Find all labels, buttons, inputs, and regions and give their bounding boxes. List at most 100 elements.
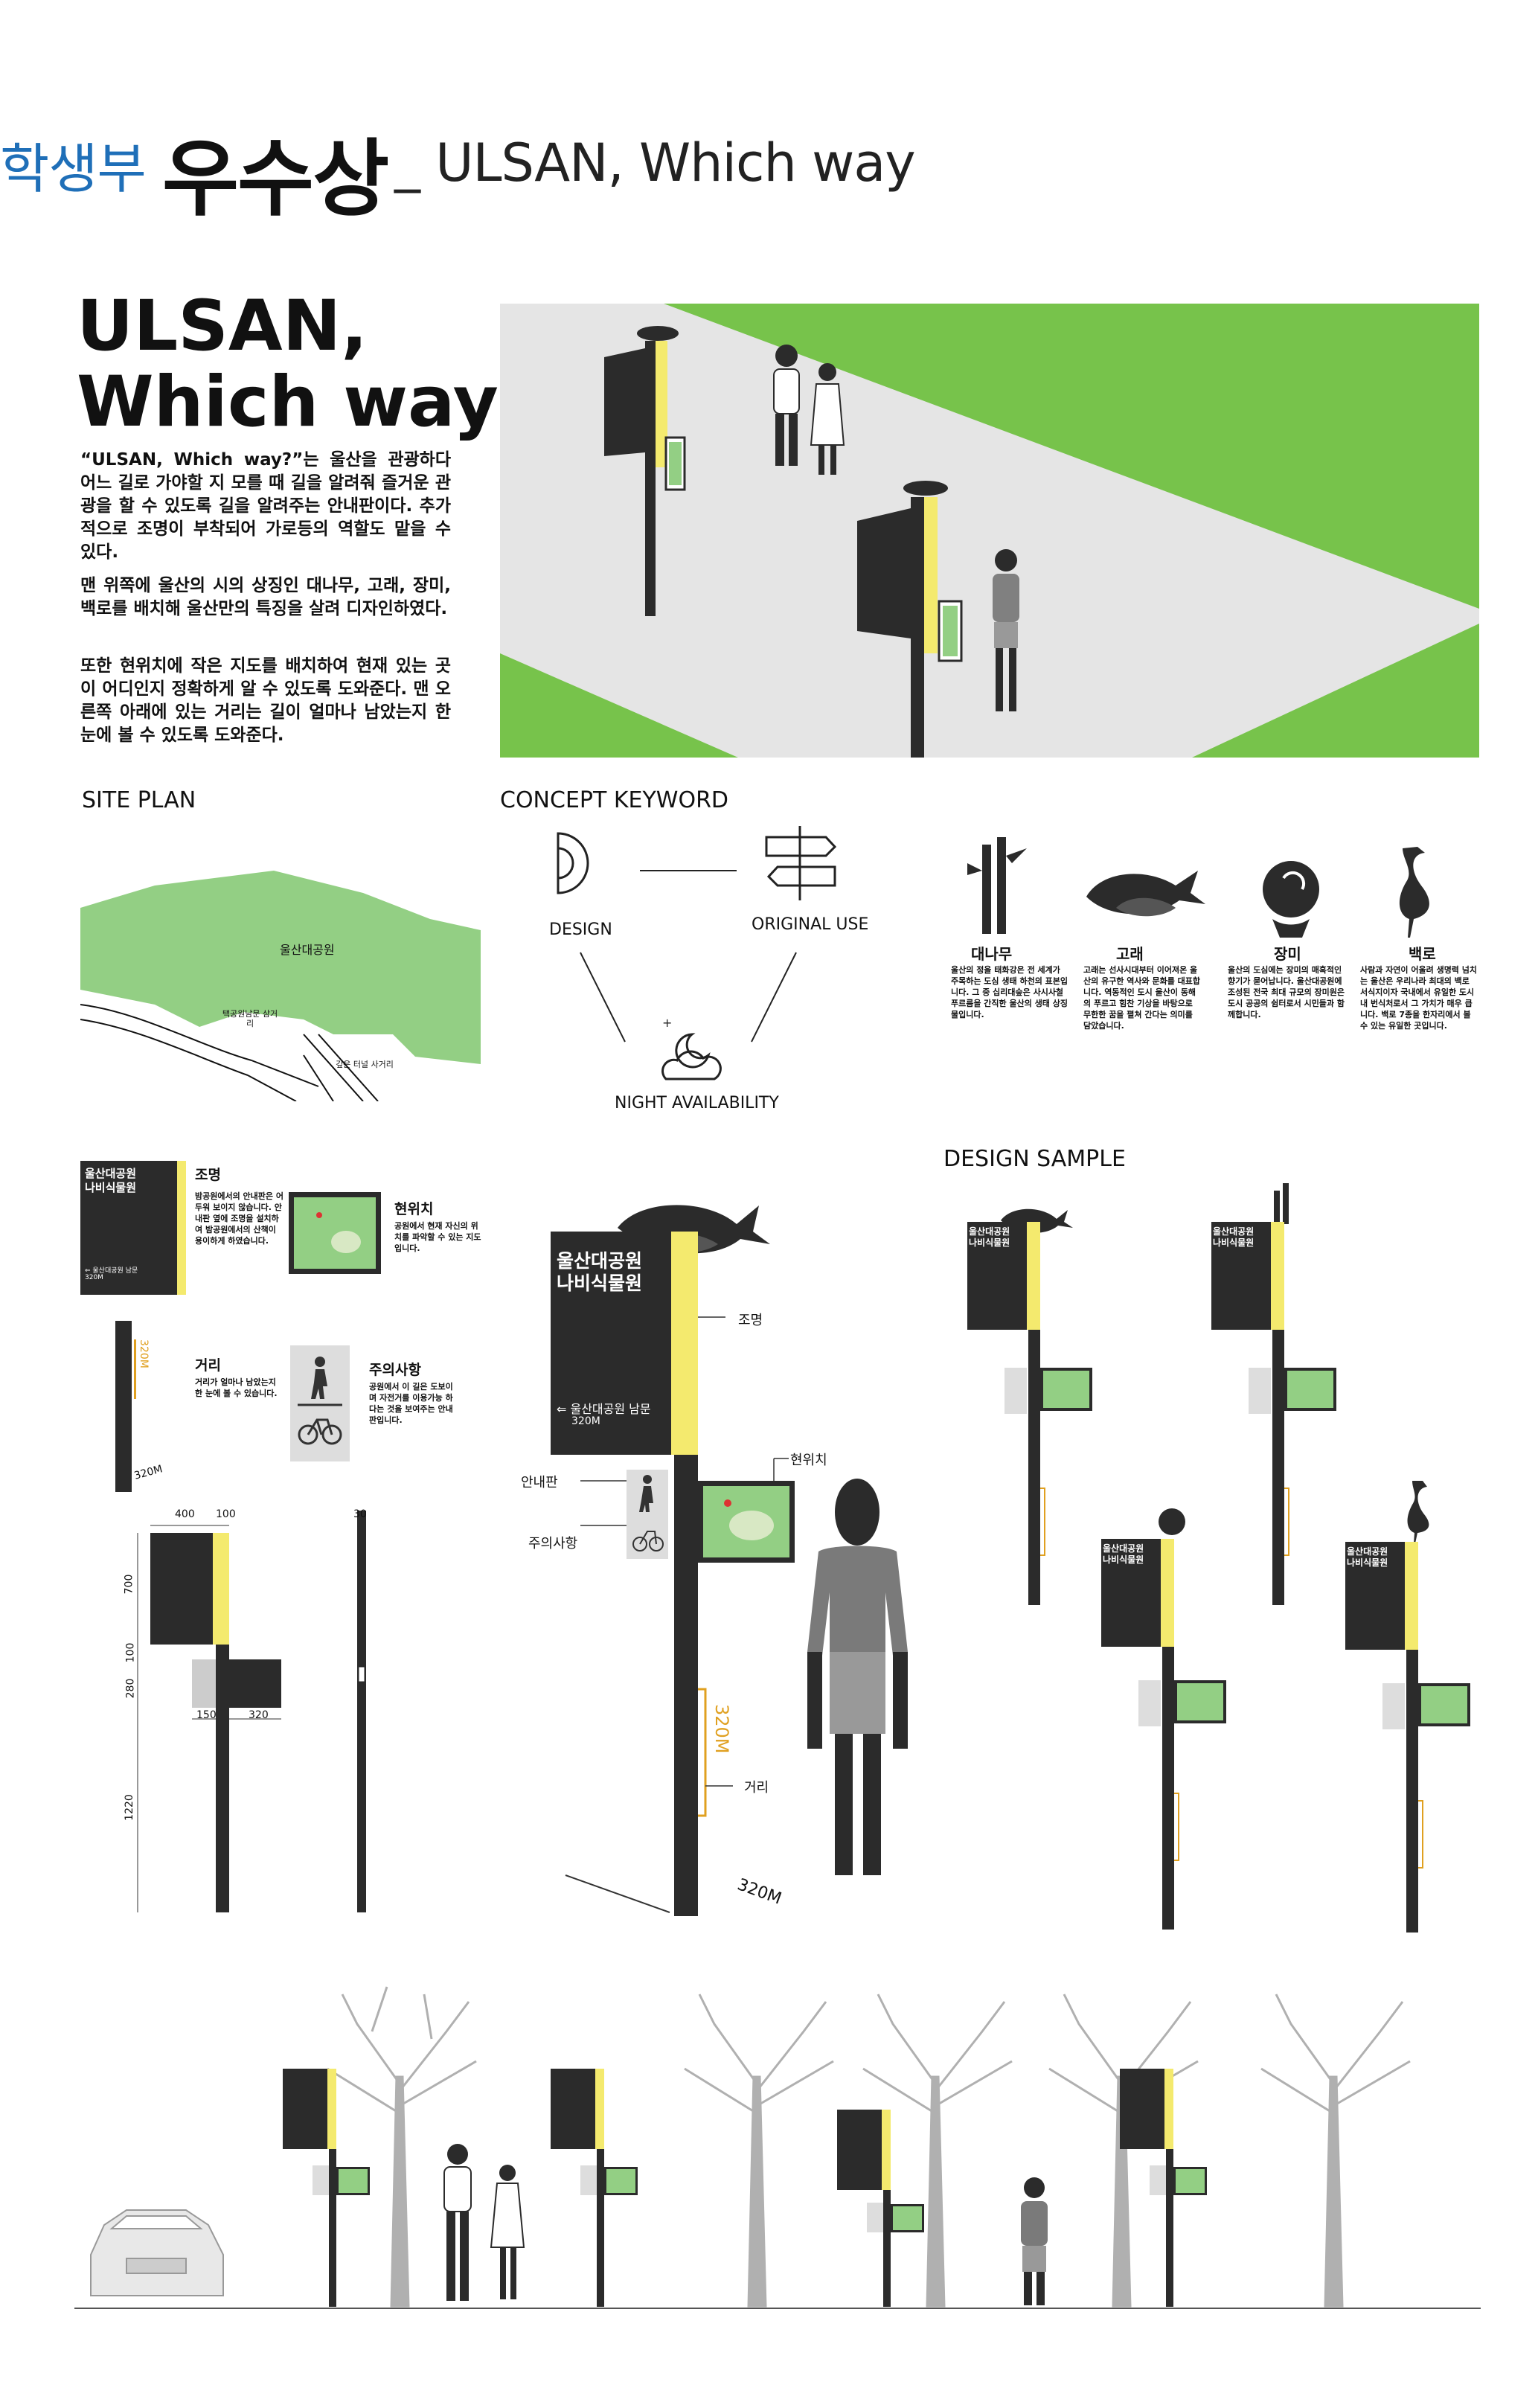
title-line-2: Which way? bbox=[77, 362, 539, 443]
symbol-name-bamboo: 대나무 bbox=[971, 945, 1013, 963]
symbol-desc-rose: 울산의 도심에는 장미의 매혹적인 향기가 묻어납니다. 울산대공원에 조성된 … bbox=[1228, 965, 1345, 1019]
symbol-name-rose: 장미 bbox=[1274, 945, 1301, 963]
light-desc: 밤공원에서의 안내판은 어두워 보이지 않습니다. 안내판 옆에 조명을 설치하… bbox=[195, 1191, 283, 1246]
design-sample-signs bbox=[967, 1183, 1470, 1933]
sample1-name-1: 울산대공원 bbox=[969, 1226, 1010, 1237]
dim-150: 150 bbox=[196, 1709, 217, 1721]
distance-marker: 320M bbox=[134, 1339, 150, 1399]
park-label: 울산대공원 bbox=[280, 943, 335, 957]
hero-illustration bbox=[500, 304, 1479, 758]
location-map-sample bbox=[289, 1192, 381, 1274]
intro-paragraph-3: 또한 현위치에 작은 지도를 배치하여 현재 있는 곳이 어디인지 정확하게 알… bbox=[80, 656, 451, 745]
symbol-desc-whale: 고래는 선사시대부터 이어져온 울산의 유구한 역사와 문화를 대표합니다. 역… bbox=[1083, 965, 1200, 1031]
sign-direction: ⇐ 울산대공원 남문 bbox=[85, 1267, 138, 1275]
street-sign-3 bbox=[837, 2110, 924, 2307]
sample-sign-whale bbox=[967, 1208, 1092, 1605]
category-label: 학생부 bbox=[0, 138, 147, 200]
concept-keyword-title: CONCEPT KEYWORD bbox=[500, 787, 729, 813]
distance-title: 거리 bbox=[195, 1357, 221, 1374]
main-distance-vertical: 320M bbox=[711, 1704, 732, 1754]
rose-icon bbox=[1263, 861, 1319, 938]
site-plan-title: SITE PLAN bbox=[82, 787, 196, 813]
dim-30: 30 bbox=[353, 1508, 367, 1520]
sample-sign-egret bbox=[1345, 1481, 1470, 1933]
signpost-icon bbox=[765, 826, 837, 900]
intro-paragraph-1: “ULSAN, Which way?”는 울산을 관광하다 어느 길로 가야할 … bbox=[80, 450, 451, 562]
dim-280: 280 bbox=[124, 1678, 137, 1699]
design-sample-title: DESIGN SAMPLE bbox=[943, 1146, 1126, 1172]
sample1-name: 울산대공원 나비식물원 bbox=[969, 1226, 1010, 1249]
keyword-original-use: ORIGINAL USE bbox=[752, 915, 869, 934]
keyword-design: DESIGN bbox=[549, 920, 612, 939]
dim-100-top: 100 bbox=[216, 1508, 236, 1520]
concept-diagram: + bbox=[557, 826, 837, 1080]
sample2-name: 울산대공원 나비식물원 bbox=[1213, 1226, 1254, 1249]
location-title: 현위치 bbox=[394, 1201, 434, 1217]
dim-100-side: 100 bbox=[124, 1642, 137, 1663]
street-scene bbox=[74, 1986, 1481, 2309]
main-sign-name: 울산대공원 나비식물원 bbox=[557, 1250, 642, 1295]
sample3-name-2: 나비식물원 bbox=[1103, 1554, 1144, 1565]
sign-distance: 320M bbox=[85, 1274, 103, 1281]
street-sign-1 bbox=[283, 2069, 370, 2307]
sample2-name-1: 울산대공원 bbox=[1213, 1226, 1255, 1237]
dim-1220: 1220 bbox=[123, 1794, 135, 1821]
location-desc: 공원에서 현재 자신의 위치를 파악할 수 있는 지도입니다. bbox=[394, 1221, 481, 1253]
whale-icon bbox=[1086, 871, 1205, 917]
dim-400: 400 bbox=[175, 1508, 195, 1520]
page-subtitle: _ ULSAN, Which way bbox=[394, 132, 916, 193]
distance-pole-sample bbox=[115, 1321, 132, 1492]
street-sign-4 bbox=[1120, 2069, 1207, 2307]
sample3-name-1: 울산대공원 bbox=[1103, 1543, 1144, 1554]
sign-name-1: 울산대공원 bbox=[85, 1167, 137, 1180]
street-sign-2 bbox=[551, 2069, 638, 2307]
caution-panel-sample bbox=[290, 1345, 350, 1461]
walker-silhouette bbox=[1021, 2177, 1048, 2305]
sample4-name-2: 나비식물원 bbox=[1347, 1557, 1388, 1568]
junction-label-2: 깊은 터널 사거리 bbox=[336, 1060, 394, 1069]
caution-desc: 공원에서 이 길은 도보이며 자전거를 이용가능 하다는 것을 보여주는 안내판… bbox=[369, 1382, 453, 1425]
sample4-name-1: 울산대공원 bbox=[1347, 1546, 1388, 1557]
main-sign-name-2: 나비식물원 bbox=[557, 1272, 643, 1294]
callout-location: 현위치 bbox=[790, 1453, 827, 1468]
site-plan-map bbox=[80, 871, 481, 1101]
main-sign-distance: 320M bbox=[571, 1415, 600, 1427]
main-sign-direction: ⇐ 울산대공원 남문 bbox=[557, 1402, 651, 1416]
sample1-name-2: 나비식물원 bbox=[969, 1237, 1010, 1248]
project-title: ULSAN, Which way? bbox=[77, 289, 539, 441]
moon-cloud-icon bbox=[661, 1033, 722, 1080]
symbol-icons bbox=[967, 837, 1429, 938]
intro-paragraph-2: 맨 위쪽에 울산의 시의 상징인 대나무, 고래, 장미, 백로를 배치해 울산… bbox=[80, 576, 451, 618]
distance-vertical-label: 320M bbox=[138, 1339, 150, 1368]
main-sign-name-1: 울산대공원 bbox=[557, 1250, 643, 1272]
distance-desc: 거리가 얼마나 남았는지 한 눈에 볼 수 있습니다. bbox=[195, 1377, 278, 1398]
svg-text:+: + bbox=[662, 1016, 672, 1030]
light-strip bbox=[177, 1161, 186, 1295]
symbol-name-whale: 고래 bbox=[1116, 945, 1144, 963]
symbol-name-egret: 백로 bbox=[1409, 945, 1436, 963]
symbol-desc-bamboo: 울산의 정을 태화강은 전 세계가 주목하는 도심 생태 하천의 표본입니다. … bbox=[951, 965, 1068, 1019]
keyword-night-availability: NIGHT AVAILABILITY bbox=[615, 1094, 779, 1112]
title-line-1: ULSAN, bbox=[77, 286, 368, 367]
callout-light: 조명 bbox=[738, 1313, 763, 1328]
pedestrian-icon bbox=[311, 1357, 327, 1399]
callout-board: 안내판 bbox=[521, 1475, 558, 1490]
caution-title: 주의사항 bbox=[369, 1362, 421, 1378]
map-pin-icon bbox=[316, 1212, 322, 1218]
light-title: 조명 bbox=[195, 1167, 221, 1183]
main-sign-illustration bbox=[551, 1205, 908, 1916]
car-icon bbox=[90, 2209, 224, 2296]
sample-sign-bamboo bbox=[1211, 1183, 1336, 1605]
junction-label-1: 택공원남문 삼거리 bbox=[222, 1009, 278, 1028]
bamboo-icon bbox=[967, 837, 1027, 934]
award-title: 우수상 bbox=[162, 131, 389, 228]
dim-320: 320 bbox=[249, 1709, 269, 1721]
symbol-desc-egret: 사람과 자연이 어울려 생명력 넘치는 울산은 우리나라 최대의 백로 서식지이… bbox=[1360, 965, 1477, 1031]
callout-distance: 거리 bbox=[744, 1780, 769, 1796]
dim-700: 700 bbox=[123, 1574, 135, 1595]
distance-base-label: 320M bbox=[132, 1463, 164, 1482]
bicycle-icon bbox=[298, 1418, 342, 1445]
sign-board-sample: 울산대공원 나비식물원 ⇐ 울산대공원 남문 320M bbox=[80, 1161, 177, 1295]
sample3-name: 울산대공원 나비식물원 bbox=[1103, 1543, 1144, 1566]
egret-icon bbox=[1399, 847, 1429, 938]
